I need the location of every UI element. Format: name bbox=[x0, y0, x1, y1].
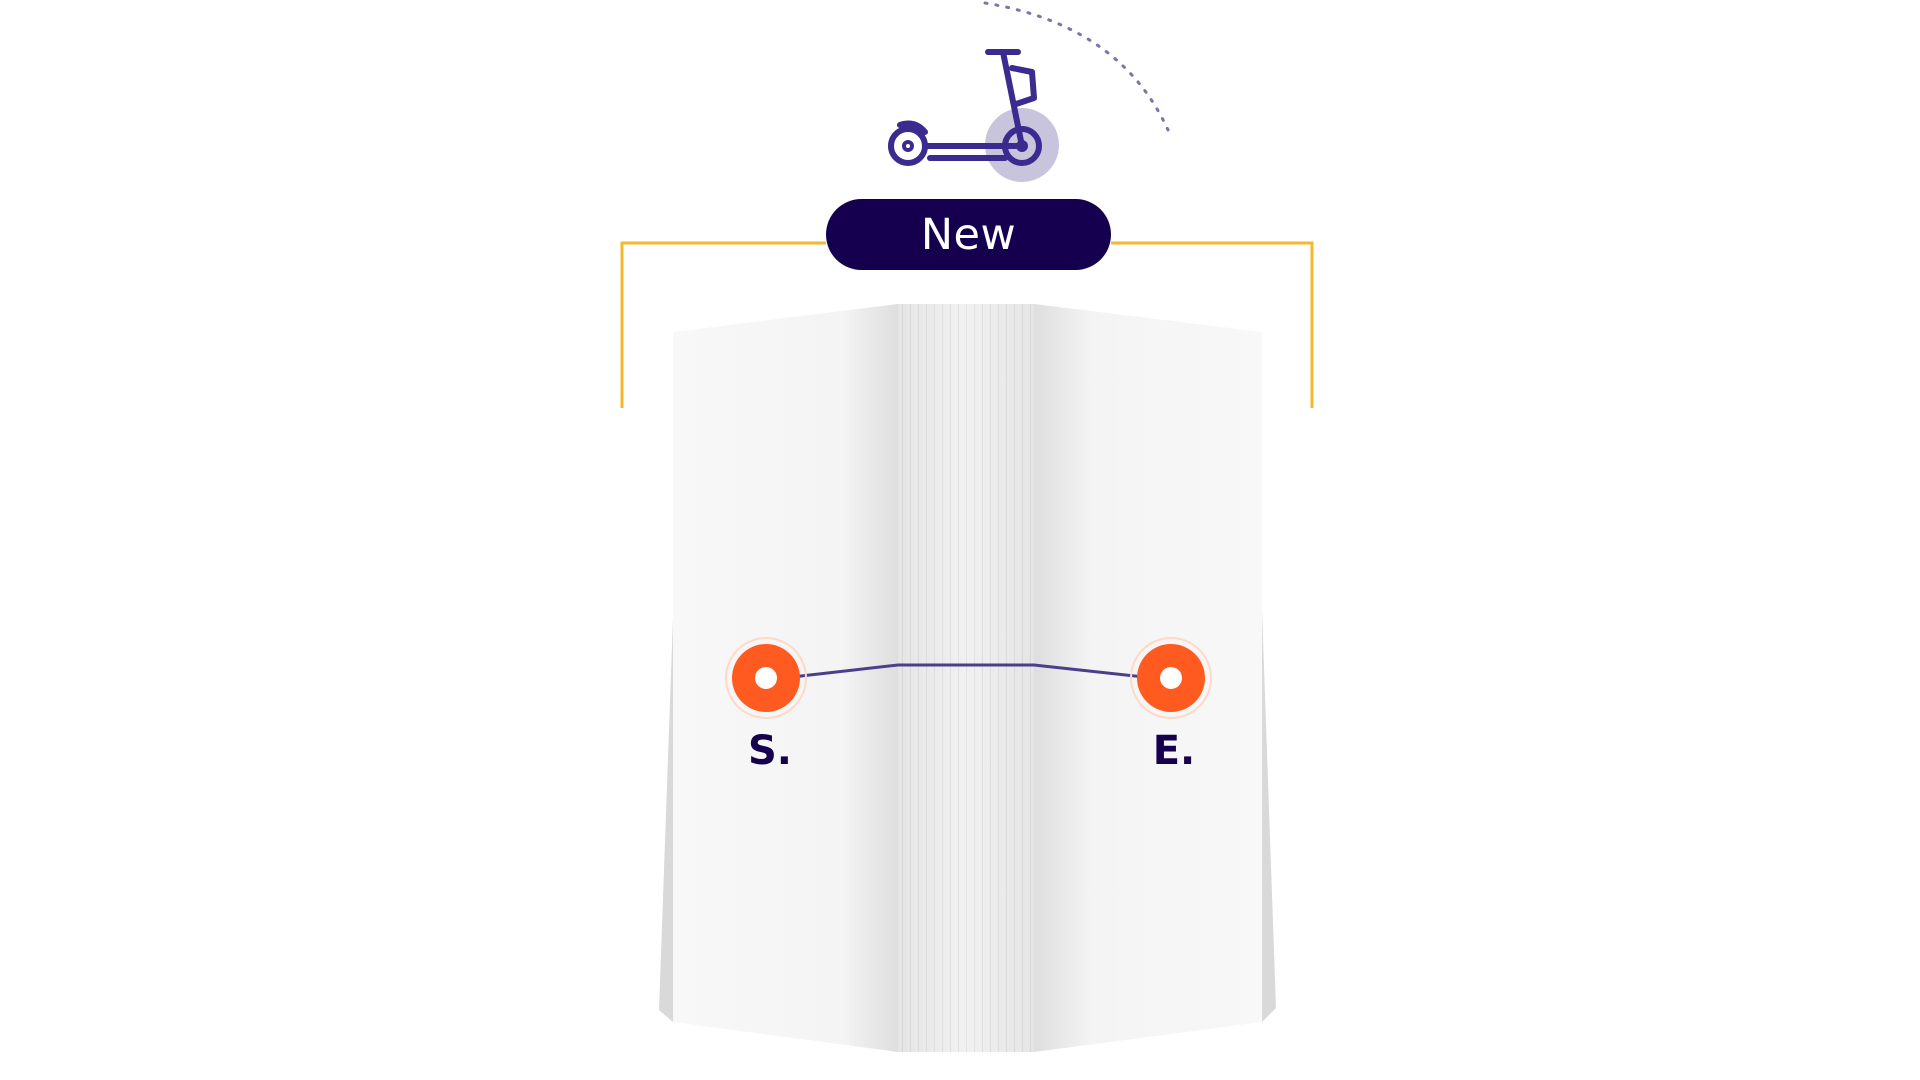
end-label: E. bbox=[1152, 728, 1196, 774]
book-spine-shade bbox=[898, 304, 1034, 1052]
right-page-edge bbox=[1262, 610, 1276, 1022]
dotted-arc bbox=[983, 1, 1170, 132]
start-label: S. bbox=[747, 728, 792, 774]
end-pin-icon bbox=[1130, 637, 1212, 719]
kick-scooter-icon bbox=[888, 49, 1059, 182]
left-page-edge bbox=[659, 617, 673, 1022]
route-line bbox=[765, 663, 1172, 682]
start-pin-icon bbox=[725, 637, 807, 719]
yellow-bracket bbox=[620, 241, 1314, 408]
new-badge: New bbox=[826, 199, 1111, 270]
